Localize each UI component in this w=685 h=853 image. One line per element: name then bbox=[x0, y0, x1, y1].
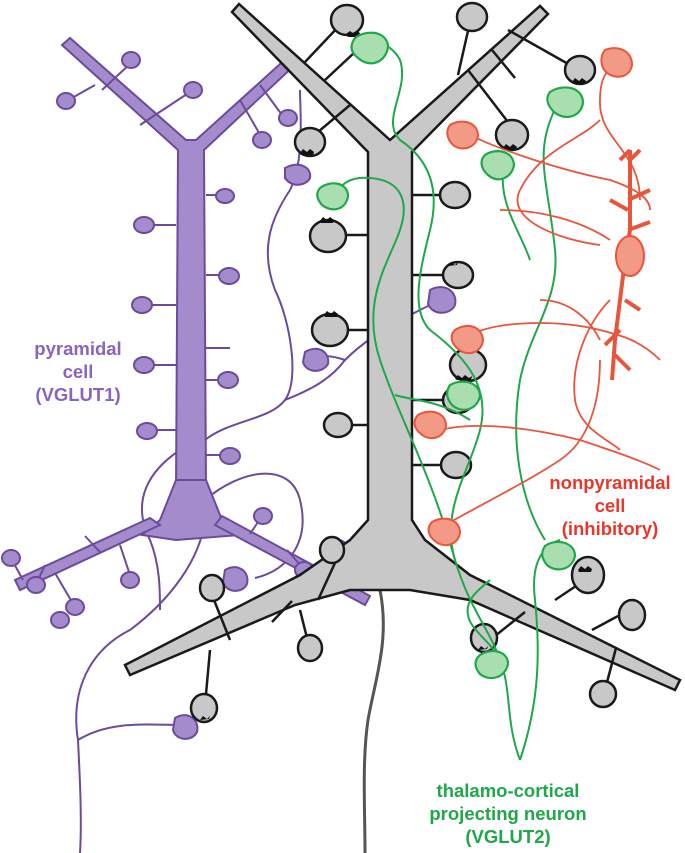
green-axon bbox=[394, 394, 471, 421]
label-pyramidal-cell: pyramidal cell (VGLUT1) bbox=[34, 338, 121, 405]
pyramidal-spines bbox=[11, 61, 338, 603]
grey-axon bbox=[362, 589, 385, 853]
pyramidal-axon-collateral bbox=[204, 472, 304, 579]
green-axon bbox=[515, 94, 561, 541]
pyramidal-axon-collateral bbox=[140, 449, 181, 611]
green-axon bbox=[466, 579, 501, 661]
label-thalamo-line3: (VGLUT2) bbox=[465, 826, 550, 847]
pyramidal-boutons bbox=[171, 163, 457, 740]
synaptic-densities bbox=[200, 31, 592, 720]
thalamocortical-boutons bbox=[316, 31, 585, 680]
inhibitory-cell-soma bbox=[615, 235, 645, 277]
label-nonpyramidal-line2: cell bbox=[595, 495, 626, 516]
pyramidal-basal-dendrite-left bbox=[13, 516, 162, 592]
label-pyramidal-line2: cell bbox=[63, 361, 94, 382]
label-nonpyramidal-cell: nonpyramidal cell (inhibitory) bbox=[549, 472, 670, 539]
pyramidal-apical-dendrite bbox=[60, 36, 300, 491]
green-axon bbox=[334, 176, 456, 561]
pyramidal-axon-collateral bbox=[77, 723, 186, 741]
grey-neuron bbox=[123, 1, 682, 853]
pyramidal-axon-ascending bbox=[204, 89, 302, 441]
label-pyramidal-line1: pyramidal bbox=[34, 338, 121, 359]
label-thalamo-line1: thalamo-cortical bbox=[437, 780, 580, 801]
green-axon bbox=[519, 539, 561, 761]
label-nonpyramidal-line1: nonpyramidal bbox=[549, 472, 670, 493]
green-axon bbox=[368, 41, 521, 761]
inhibitory-boutons bbox=[413, 47, 634, 547]
label-pyramidal-line3: (VGLUT1) bbox=[35, 384, 120, 405]
label-thalamo-line2: projecting neuron bbox=[429, 803, 586, 824]
inhibitory-cell-dendrites bbox=[603, 148, 651, 381]
thalamocortical-axons bbox=[316, 31, 585, 761]
pyramidal-axon bbox=[75, 519, 206, 853]
inhibitory-axons bbox=[439, 59, 661, 526]
nonpyramidal-cell bbox=[413, 47, 661, 547]
label-nonpyramidal-line3: (inhibitory) bbox=[562, 518, 659, 539]
label-thalamocortical-neuron: thalamo-cortical projecting neuron (VGLU… bbox=[429, 780, 586, 847]
